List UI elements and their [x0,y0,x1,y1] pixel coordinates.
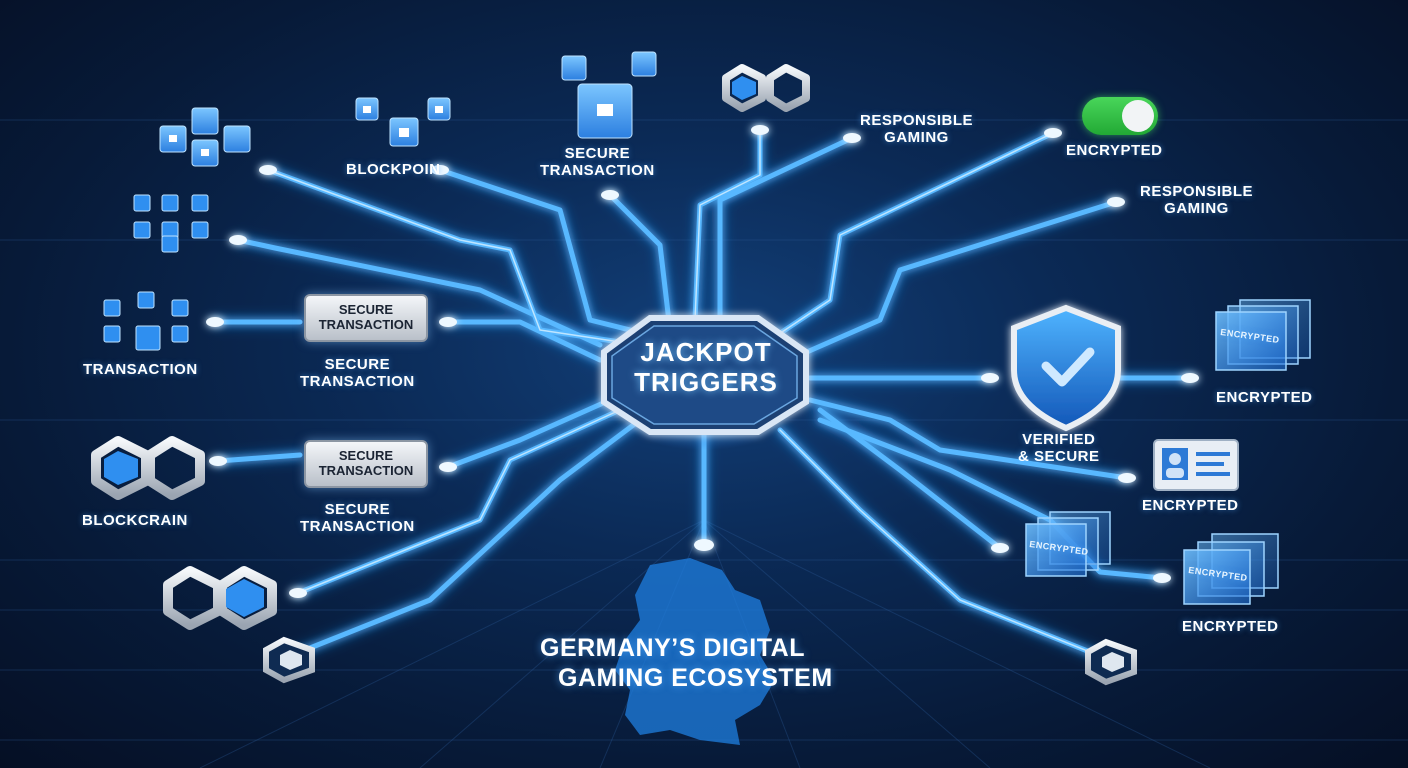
page-title-line1: GERMANY’S DIGITAL [540,634,805,662]
encrypted-panel-icon [1215,299,1311,371]
shield-check-icon [1011,304,1121,432]
id-card-icon [1153,439,1239,491]
label-encrypted-bottom: ENCRYPTED [1182,618,1279,635]
label-blockpoin: BLOCKPOIN [346,161,441,178]
hub-title-line1: JACKPOT [640,337,772,367]
secure-transaction-box-2: SECURE TRANSACTION [304,440,428,488]
lock-grid-icon [133,194,209,253]
label-line: TRANSACTION [540,161,655,179]
node [991,543,1009,553]
jackpot-hub [601,315,809,450]
hub-title-line2: TRIGGERS [634,366,778,397]
label-verified-secure: VERIFIED & SECURE [1018,431,1100,465]
label-secure-transaction-caption-1: SECURE TRANSACTION [300,356,415,390]
node [1044,128,1062,138]
lock-cube-icon [561,51,657,139]
lock-grid-icon [103,291,189,351]
label-line: RESPONSIBLE [860,112,974,129]
secure-transaction-box-1: SECURE TRANSACTION [304,294,428,342]
node [1181,373,1199,383]
endpoint-nodes [206,125,1199,598]
label-line: RESPONSIBLE [1140,183,1254,200]
label-line: SECURE [564,145,631,162]
label-line: VERIFIED [1022,431,1096,448]
node [694,539,714,551]
label-line: TRANSACTION [318,317,414,332]
node [229,235,247,245]
label-responsible-gaming-top: RESPONSIBLE GAMING [860,112,974,146]
hexagon-node-icon [263,636,315,684]
connection-lines [209,124,1196,666]
label-line: TRANSACTION [318,463,414,478]
label-line: & SECURE [1018,447,1100,465]
encrypted-panel-icon [1025,511,1111,577]
chain-link-icon [722,64,810,112]
label-line: SECURE [338,448,394,464]
node [751,125,769,135]
node [259,165,277,175]
label-encrypted-right-top: ENCRYPTED [1216,389,1313,406]
toggle-icon [1082,97,1158,135]
label-blockcrain: BLOCKCRAIN [82,512,188,529]
hub-title: JACKPOT TRIGGERS [606,337,806,398]
node [289,588,307,598]
label-line: TRANSACTION [300,517,415,535]
hexagon-node-icon [1085,638,1137,686]
label-encrypted-toggle: ENCRYPTED [1066,142,1163,159]
lock-cube-icon [159,107,251,167]
label-encrypted-id: ENCRYPTED [1142,497,1239,514]
toggle-knob [1122,100,1154,132]
encrypted-panel-icon [1183,533,1279,605]
lock-cube-icon [355,97,451,147]
chain-link-icon [163,566,277,630]
node [431,165,449,175]
node [981,373,999,383]
page-title-line2: GAMING ECOSYSTEM [558,664,833,692]
node [1107,197,1125,207]
label-line: GAMING [1164,199,1229,217]
label-secure-transaction-caption-2: SECURE TRANSACTION [300,501,415,535]
node [209,456,227,466]
germany-map-shape [615,558,775,745]
node [439,317,457,327]
label-line: SECURE [338,302,394,318]
page-title: GERMANY’S DIGITAL GAMING ECOSYSTEM [540,633,900,693]
label-secure-transaction-top: SECURE TRANSACTION [540,145,655,179]
node [843,133,861,143]
node [1153,573,1171,583]
node [206,317,224,327]
node [601,190,619,200]
label-line: GAMING [884,128,949,146]
node [1118,473,1136,483]
label-line: TRANSACTION [300,372,415,390]
label-responsible-gaming-right: RESPONSIBLE GAMING [1140,183,1254,217]
label-line: SECURE [324,356,391,373]
label-line: SECURE [324,501,391,518]
label-transaction: TRANSACTION [83,361,198,378]
node [439,462,457,472]
chain-link-icon [91,436,205,500]
